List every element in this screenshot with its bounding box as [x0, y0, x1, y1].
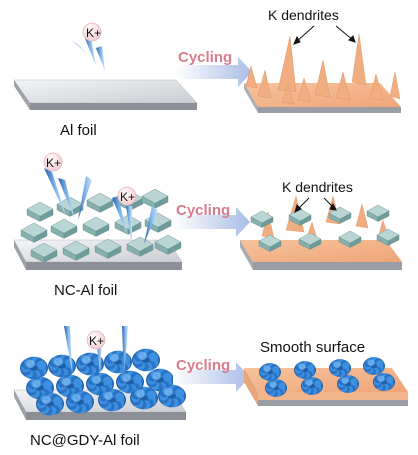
gdy-cluster: [48, 354, 76, 378]
cycling-label: Cycling: [178, 49, 232, 66]
ion-marker-icon: K+: [43, 152, 63, 172]
ion-label: K+: [86, 26, 101, 40]
ion-marker-icon: K+: [82, 22, 102, 42]
panel-label: NC-Al foil: [54, 282, 117, 299]
nc-cube: [82, 216, 110, 237]
nc-cube: [154, 234, 182, 255]
nc-cube: [338, 230, 362, 248]
nc-cube: [366, 204, 390, 222]
gdy-cluster: [259, 363, 281, 381]
ion-label: K+: [46, 156, 61, 170]
gdy-cluster: [36, 392, 64, 416]
panel-nc-al-foil: K+ K+ NC-Al foil Cycling K dendrites: [13, 152, 402, 299]
gdy-cluster: [294, 361, 316, 379]
panel-label: NC@GDY-Al foil: [30, 432, 140, 449]
gdy-cluster: [98, 388, 126, 412]
nc-cube: [328, 206, 352, 224]
gdy-cluster-array: [20, 348, 186, 416]
nc-cube: [126, 236, 154, 257]
gdy-cluster: [363, 357, 385, 375]
ion-marker-icon: K+: [117, 186, 137, 206]
nc-cube: [26, 201, 54, 222]
ion-label: K+: [89, 334, 104, 348]
gdy-cluster: [104, 350, 132, 374]
gdy-cluster: [116, 370, 144, 394]
gdy-cluster: [130, 386, 158, 410]
k-dendrite-spikes: [245, 33, 401, 105]
arrow-right-icon: [173, 362, 250, 392]
gdy-cluster: [76, 352, 104, 376]
result-label: K dendrites: [282, 179, 353, 195]
gdy-cluster: [265, 379, 287, 397]
nc-cube: [62, 240, 90, 261]
result-label: K dendrites: [268, 7, 339, 23]
cycling-label: Cycling: [176, 357, 230, 374]
nc-cube: [50, 218, 78, 239]
ion-marker-icon: K+: [86, 330, 106, 350]
panel-al-foil: K+ Al foil Cycling K dendrites: [13, 7, 401, 139]
nc-cube-array: [20, 188, 182, 263]
result-label: Smooth surface: [260, 339, 365, 356]
gdy-cluster: [158, 384, 186, 408]
arrow-right-icon: [173, 207, 250, 237]
nc-cube: [250, 210, 274, 228]
gdy-cluster: [20, 356, 48, 380]
nc-cube: [376, 228, 400, 246]
cycling-label: Cycling: [176, 202, 230, 219]
nc-cube: [20, 222, 48, 243]
pointer-lines: [294, 197, 337, 213]
panel-nc-gdy-al-foil: K+ NC@GDY-Al foil Cycling Smooth surface: [13, 326, 408, 449]
ion-flux-cones: [72, 36, 105, 71]
nc-cube: [258, 234, 282, 252]
nc-cube: [94, 238, 122, 259]
gdy-cluster-array: [259, 357, 395, 397]
gdy-cluster: [301, 377, 323, 395]
nc-cube: [141, 188, 169, 209]
pointer-lines: [293, 25, 356, 45]
nc-cube: [298, 232, 322, 250]
ion-flux-cones: [44, 168, 158, 246]
nc-cube-array: [250, 204, 400, 252]
ion-label: K+: [120, 190, 135, 204]
panel-label: Al foil: [60, 122, 97, 139]
al-foil-substrate: [13, 79, 198, 110]
arrow-right-icon: [175, 57, 252, 87]
nc-cube: [86, 192, 114, 213]
nc-cube: [288, 208, 312, 226]
gdy-cluster: [329, 359, 351, 377]
gdy-cluster: [337, 375, 359, 393]
gdy-cluster: [132, 348, 160, 372]
k-dendrite-spikes: [261, 195, 390, 243]
gdy-cluster: [66, 390, 94, 414]
nc-cube: [30, 242, 58, 263]
gdy-cluster: [373, 373, 395, 391]
